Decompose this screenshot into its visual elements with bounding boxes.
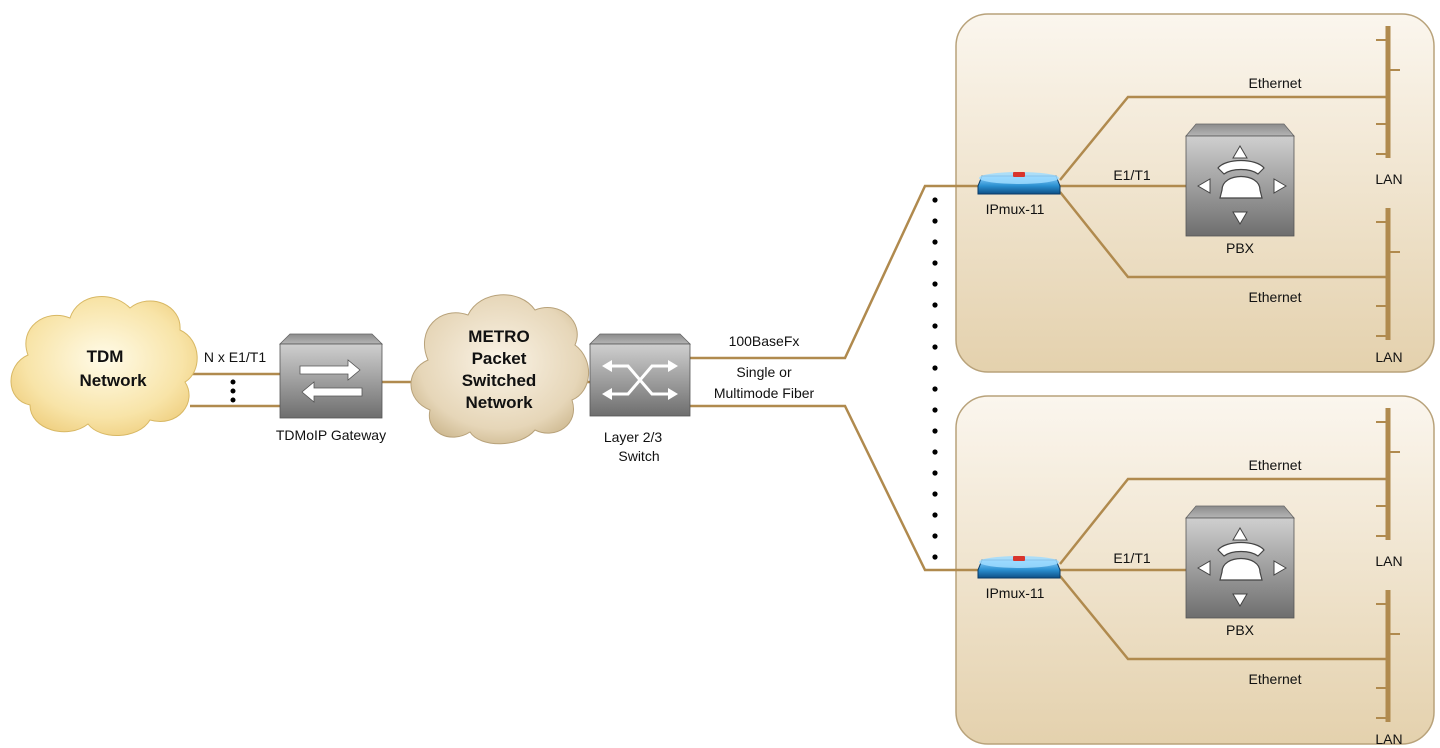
ipmux-label: IPmux-11 bbox=[986, 201, 1045, 217]
crossed-arrows-icon bbox=[602, 360, 678, 400]
arrow-left-icon bbox=[1197, 560, 1211, 576]
arrow-down-icon bbox=[1232, 593, 1248, 607]
lan-bus-bottom bbox=[1376, 590, 1400, 722]
metro-network-cloud: METRO Packet Switched Network bbox=[410, 294, 590, 445]
metro-cloud-line1: METRO bbox=[468, 327, 529, 346]
arrow-right-icon bbox=[1273, 560, 1287, 576]
ipmux-device: IPmux-11 bbox=[977, 172, 1061, 217]
metro-cloud-line3: Switched bbox=[462, 371, 537, 390]
arrow-up-icon bbox=[1232, 145, 1248, 159]
switch-label-line2: Switch bbox=[618, 448, 659, 464]
fiber-speed-label: 100BaseFx bbox=[729, 333, 800, 349]
tdm-link-dots bbox=[230, 379, 236, 403]
lan-bottom-label: LAN bbox=[1375, 349, 1402, 365]
ipmux-label: IPmux-11 bbox=[986, 585, 1045, 601]
arrow-down-icon bbox=[1232, 211, 1248, 225]
metro-cloud-line2: Packet bbox=[472, 349, 527, 368]
layer-switch: Layer 2/3 Switch bbox=[589, 333, 691, 464]
arrows-icon bbox=[299, 359, 363, 403]
lan-bus-top bbox=[1376, 26, 1400, 158]
site-2: IPmux-11 PBX Ethernet E1/T1 Ethernet LAN… bbox=[977, 408, 1403, 747]
tdm-cloud-line1: TDM bbox=[87, 347, 124, 366]
lan-bus-bottom bbox=[1376, 208, 1400, 340]
tdm-cloud-line2: Network bbox=[79, 371, 147, 390]
pbx-device: PBX bbox=[1185, 123, 1295, 256]
ethernet-bottom-label: Ethernet bbox=[1249, 671, 1302, 687]
lan-top-label: LAN bbox=[1375, 171, 1402, 187]
fiber-link-lower bbox=[690, 404, 978, 572]
lan-bus-top bbox=[1376, 408, 1400, 540]
metro-cloud-line4: Network bbox=[465, 393, 533, 412]
ipmux-device: IPmux-11 bbox=[977, 556, 1061, 601]
ipmux-logo bbox=[1013, 172, 1025, 177]
switch-label-line1: Layer 2/3 bbox=[604, 429, 663, 445]
ethernet-link-top bbox=[1059, 477, 1388, 565]
site-1: IPmux-11 PBX Ethernet E1/T1 Ethernet LAN… bbox=[977, 26, 1403, 365]
ipmux-logo bbox=[1013, 556, 1025, 561]
phone-icon bbox=[1217, 159, 1265, 199]
fiber-link-upper bbox=[690, 184, 978, 360]
pbx-label: PBX bbox=[1226, 240, 1255, 256]
tdmoip-gateway: TDMoIP Gateway bbox=[276, 333, 386, 443]
tdm-link-label: N x E1/T1 bbox=[204, 349, 266, 365]
gateway-label: TDMoIP Gateway bbox=[276, 427, 386, 443]
ethernet-link-bottom bbox=[1059, 575, 1388, 661]
fiber-type-line2: Multimode Fiber bbox=[714, 385, 815, 401]
lan-bottom-label: LAN bbox=[1375, 731, 1402, 747]
ethernet-top-label: Ethernet bbox=[1249, 75, 1302, 91]
ethernet-link-bottom bbox=[1059, 191, 1388, 279]
phone-icon bbox=[1217, 541, 1265, 581]
lan-top-label: LAN bbox=[1375, 553, 1402, 569]
fiber-type-line1: Single or bbox=[736, 364, 792, 380]
tdm-network-cloud: TDM Network bbox=[10, 296, 198, 436]
arrow-up-icon bbox=[1232, 527, 1248, 541]
ethernet-link-top bbox=[1059, 95, 1388, 181]
arrow-left-icon bbox=[1197, 178, 1211, 194]
ethernet-bottom-label: Ethernet bbox=[1249, 289, 1302, 305]
multiple-sites-dots bbox=[932, 197, 938, 560]
arrow-right-icon bbox=[1273, 178, 1287, 194]
pbx-label: PBX bbox=[1226, 622, 1255, 638]
e1t1-label: E1/T1 bbox=[1113, 167, 1151, 183]
e1t1-label: E1/T1 bbox=[1113, 550, 1151, 566]
ethernet-top-label: Ethernet bbox=[1249, 457, 1302, 473]
pbx-device: PBX bbox=[1185, 505, 1295, 638]
